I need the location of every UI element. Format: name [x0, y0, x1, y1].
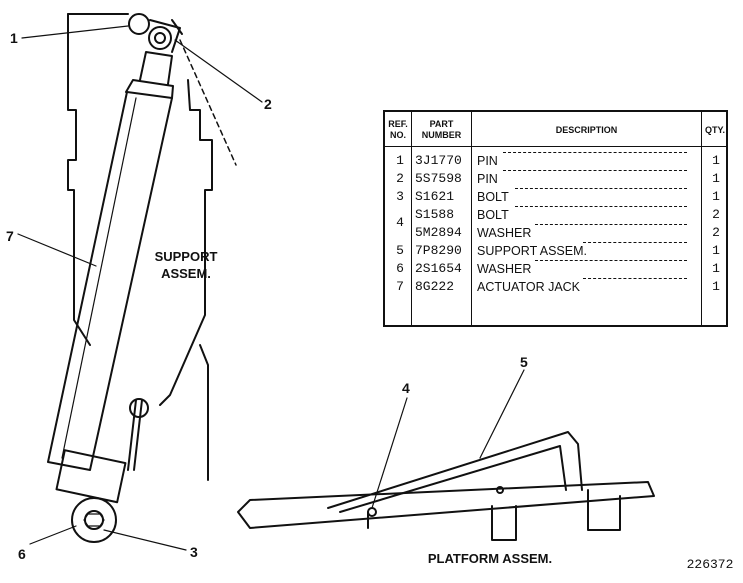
parts-table: REF. NO. PART NUMBER DESCRIPTION QTY. 1 … [383, 110, 728, 327]
table-row: 6 2S1654 WASHER 1 [385, 260, 726, 278]
cell-description: WASHER [477, 262, 532, 276]
cell-part-number: S1621 [415, 189, 455, 204]
leader-dashes [535, 260, 687, 261]
header-qty: QTY. [704, 124, 725, 135]
leader-dashes [583, 242, 687, 243]
leader-dashes [515, 206, 687, 207]
cell-qty: 1 [712, 279, 720, 294]
support-label-line1: SUPPORT [154, 249, 218, 264]
cell-part-number: 8G222 [415, 279, 455, 294]
cell-qty: 1 [712, 243, 720, 258]
cell-description: BOLT [477, 208, 509, 222]
support-label-line2: ASSEM. [161, 266, 211, 281]
cell-qty: 1 [712, 261, 720, 276]
table-row: 7 8G222 ACTUATOR JACK 1 [385, 278, 726, 296]
table-row: 1 3J1770 PIN 1 [385, 152, 726, 170]
cell-qty: 2 [712, 207, 720, 222]
header-ref-no: REF. NO. [388, 119, 408, 140]
cell-description: BOLT [477, 190, 509, 204]
callout-5: 5 [520, 354, 528, 370]
table-row: 5M2894 WASHER 2 [385, 224, 726, 242]
callout-7: 7 [6, 228, 14, 244]
cell-part-number: 2S1654 [415, 261, 462, 276]
platform-assembly [237, 431, 655, 541]
cell-ref: 3 [396, 189, 404, 204]
top-clevis [128, 13, 183, 53]
cell-description: WASHER [477, 226, 532, 240]
cell-part-number: 3J1770 [415, 153, 462, 168]
table-header-divider [385, 146, 726, 147]
header-part-number: PART NUMBER [421, 119, 462, 140]
callout-3: 3 [190, 544, 198, 560]
support-assembly-outline [67, 13, 237, 481]
drawing-number: 226372 [686, 557, 734, 572]
cell-ref: 1 [396, 153, 404, 168]
leader-dashes [503, 152, 687, 153]
cell-ref: 5 [396, 243, 404, 258]
cell-qty: 2 [712, 225, 720, 240]
cell-ref: 6 [396, 261, 404, 276]
table-row: 4 S1588 BOLT 2 [385, 206, 726, 230]
leader-dashes [535, 224, 687, 225]
header-description: DESCRIPTION [555, 124, 618, 135]
cell-part-number: 5M2894 [415, 225, 462, 240]
table-row: 3 S1621 BOLT 1 [385, 188, 726, 206]
cell-description: ACTUATOR JACK [477, 280, 581, 294]
cell-qty: 1 [712, 189, 720, 204]
callout-1: 1 [10, 30, 18, 46]
table-row: 5 7P8290 SUPPORT ASSEM. 1 [385, 242, 726, 260]
table-divider [411, 112, 412, 325]
table-divider [701, 112, 702, 325]
cell-part-number: 7P8290 [415, 243, 462, 258]
cell-part-number: S1588 [415, 207, 455, 222]
cell-description: PIN [477, 154, 498, 168]
leader-lines [17, 25, 525, 551]
cell-description: PIN [477, 172, 498, 186]
cell-ref: 7 [396, 279, 404, 294]
table-row: 2 5S7598 PIN 1 [385, 170, 726, 188]
cell-ref: 4 [396, 215, 404, 230]
leader-dashes [583, 278, 687, 279]
leader-dashes [515, 188, 687, 189]
platform-assem-label: PLATFORM ASSEM. [427, 551, 553, 566]
support-assem-label: SUPPORT ASSEM. [150, 248, 222, 282]
callout-6: 6 [18, 546, 26, 562]
callout-2: 2 [264, 96, 272, 112]
leader-dashes [503, 170, 687, 171]
callout-4: 4 [402, 380, 410, 396]
cell-part-number: 5S7598 [415, 171, 462, 186]
cell-qty: 1 [712, 171, 720, 186]
actuator-jack [47, 51, 174, 543]
cell-ref: 2 [396, 171, 404, 186]
cell-qty: 1 [712, 153, 720, 168]
cell-description: SUPPORT ASSEM. [477, 244, 587, 258]
table-divider [471, 112, 472, 325]
